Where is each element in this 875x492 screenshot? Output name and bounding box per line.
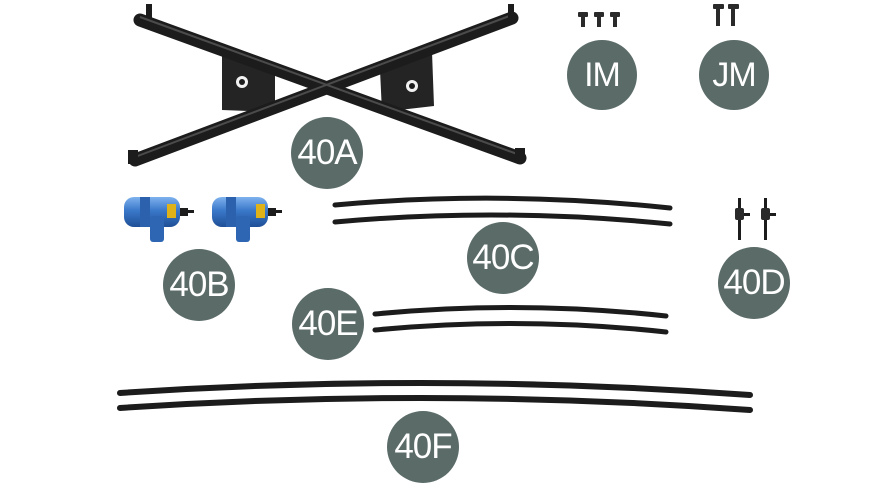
badge-40b: 40B bbox=[163, 249, 235, 321]
badge-40e: 40E bbox=[292, 288, 364, 360]
screw-jm-2 bbox=[728, 4, 739, 26]
screw-im-2 bbox=[594, 12, 604, 27]
frame-hole-right-center bbox=[409, 83, 415, 89]
cable-40f-2 bbox=[117, 394, 753, 413]
frame-foot-right bbox=[515, 148, 525, 162]
cable-40c-1 bbox=[332, 195, 673, 211]
ignition-coils-part-40b bbox=[124, 197, 282, 242]
cables-part-40f bbox=[117, 379, 753, 413]
cable-40e-1 bbox=[372, 304, 669, 319]
badge-jm: JM bbox=[699, 40, 769, 110]
badge-40f: 40F bbox=[387, 411, 459, 483]
frame-bar-1-highlight bbox=[139, 16, 521, 156]
badge-40a: 40A bbox=[291, 117, 363, 189]
frame-hole-left-center bbox=[239, 79, 245, 85]
connectors-part-40d bbox=[735, 198, 776, 240]
screw-im-3 bbox=[610, 12, 620, 27]
ignition-coil-1 bbox=[124, 197, 194, 242]
frame-bar-2 bbox=[128, 11, 519, 167]
screw-im-1 bbox=[578, 12, 588, 27]
frame-peg-right bbox=[508, 4, 514, 18]
badge-40d: 40D bbox=[718, 247, 790, 319]
cable-40c-2 bbox=[332, 212, 673, 227]
connector-40d-1 bbox=[735, 198, 750, 240]
screws-jm bbox=[713, 4, 739, 26]
frame-peg-left bbox=[146, 4, 152, 18]
cables-part-40c bbox=[332, 195, 673, 227]
screw-jm-1 bbox=[713, 4, 724, 26]
frame-foot-left bbox=[128, 150, 138, 164]
badge-40c: 40C bbox=[467, 222, 539, 294]
frame-bar-2-highlight bbox=[134, 14, 513, 158]
connector-40d-2 bbox=[761, 198, 776, 240]
ignition-coil-2 bbox=[212, 197, 282, 242]
screws-im bbox=[578, 12, 620, 27]
cable-40f-1 bbox=[117, 379, 753, 398]
cross-frame-part-40a bbox=[128, 4, 527, 167]
cable-40e-2 bbox=[372, 320, 669, 335]
cables-part-40e bbox=[372, 304, 669, 335]
badge-im: IM bbox=[567, 40, 637, 110]
